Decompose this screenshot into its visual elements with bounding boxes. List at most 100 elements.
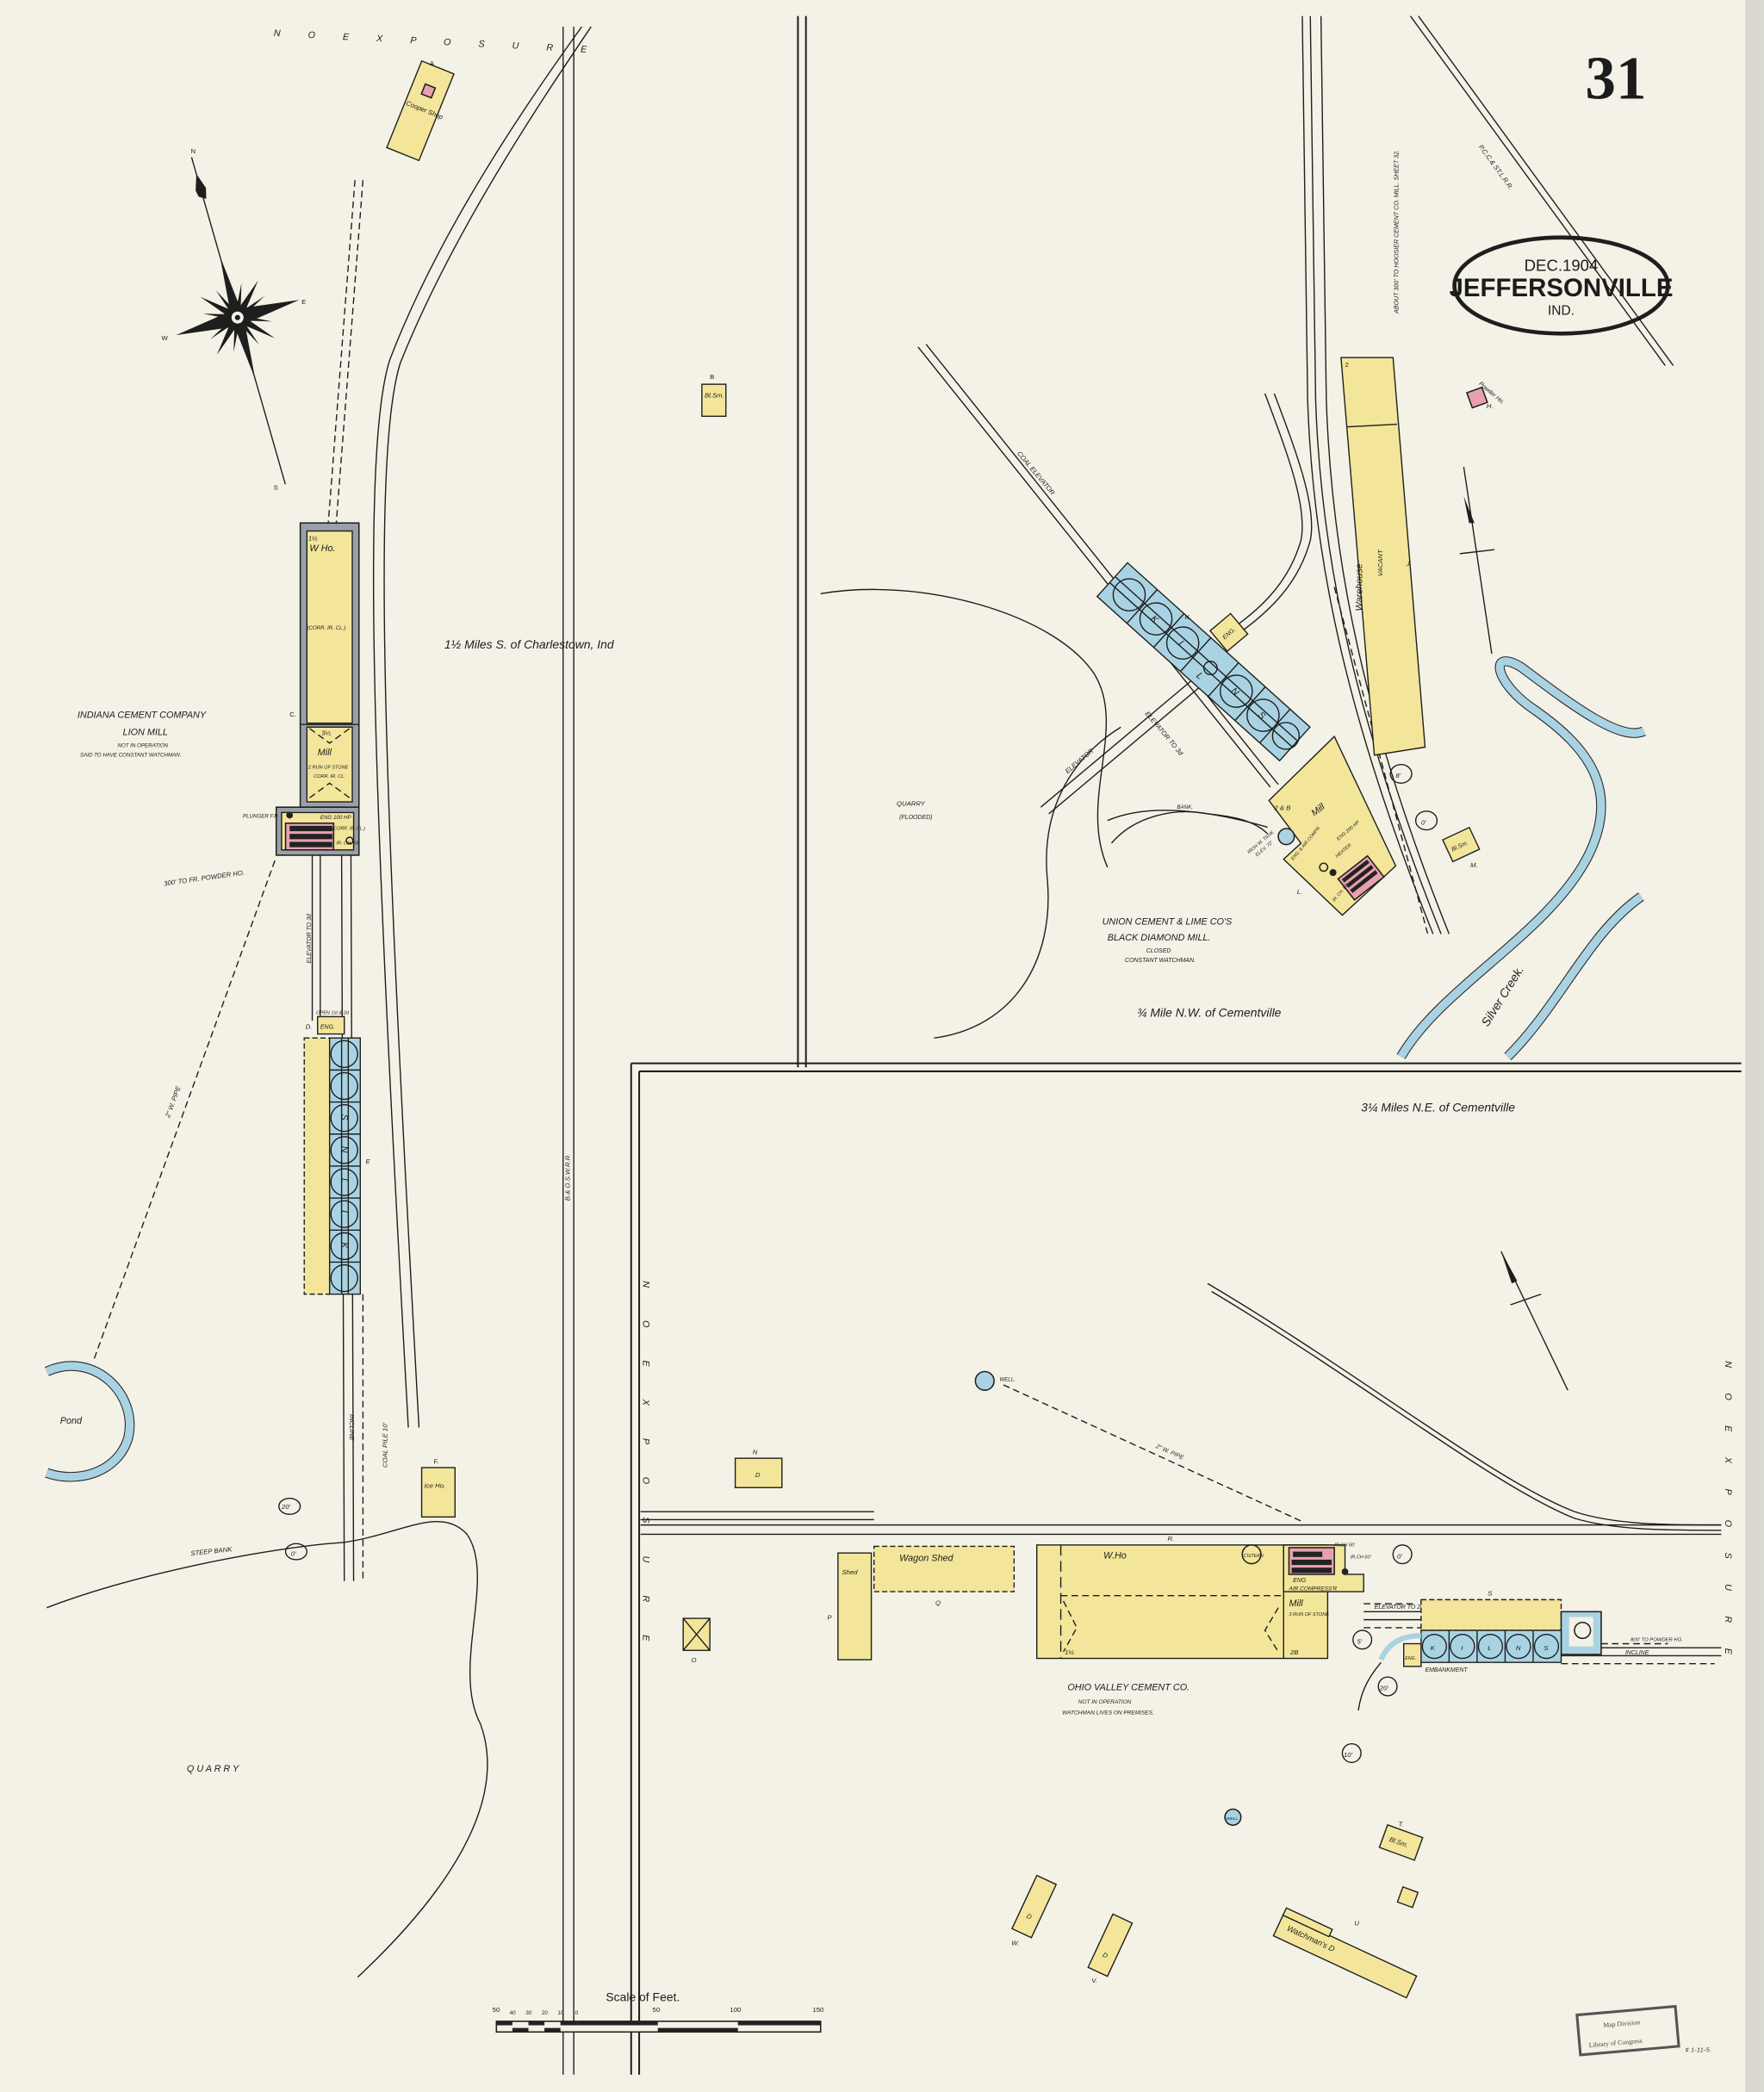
lion-note-2: SAID TO HAVE CONSTANT WATCHMAN. bbox=[80, 752, 181, 758]
depth-8: 8' bbox=[1395, 772, 1401, 779]
left-exposure-label: N O E X P O S U R E bbox=[641, 1281, 651, 1642]
open-label: OPEN 1st & 2d bbox=[316, 1010, 350, 1015]
mill-construction: CORR. IR. CL. bbox=[314, 774, 345, 779]
water-pipe-left bbox=[92, 860, 276, 1362]
sheet-number: 31 bbox=[1585, 46, 1646, 113]
panel-dividers bbox=[630, 16, 1742, 2075]
kiln-letter: N bbox=[339, 1146, 350, 1153]
scale-tick: 100 bbox=[730, 2006, 741, 2014]
n-letter: N bbox=[753, 1449, 758, 1456]
depth-0-tr: 0' bbox=[1421, 818, 1426, 826]
compass-rose bbox=[176, 157, 300, 485]
ov-chimney-2: IR.CH 60' bbox=[1351, 1555, 1372, 1560]
j-letter: J. bbox=[1406, 560, 1412, 568]
ov-depth-10: 10' bbox=[1344, 1751, 1353, 1759]
bd-company-name: UNION CEMENT & LIME CO'S bbox=[1102, 917, 1233, 928]
compass-e: E bbox=[301, 298, 306, 306]
ohio-valley-kilns bbox=[1357, 1598, 1602, 1711]
black-diamond-kilns: K I L N S bbox=[1096, 562, 1311, 762]
left-location: 1½ Miles S. of Charlestown, Ind bbox=[444, 637, 615, 651]
depth-0: 0' bbox=[291, 1549, 296, 1557]
black-diamond-mill bbox=[1268, 735, 1397, 916]
ov-depth-0: 0' bbox=[1397, 1552, 1402, 1560]
scale-of-feet: Scale of Feet. 50 40 30 20 10 0 50 100 1… bbox=[493, 1990, 823, 2033]
w-letter: W. bbox=[1011, 1940, 1019, 1947]
ov-kiln-eng: ENG. bbox=[1405, 1656, 1416, 1661]
well-bottom bbox=[1224, 1808, 1242, 1826]
quarry-label-tr: QUARRY bbox=[897, 800, 926, 808]
c-letter: C. bbox=[289, 711, 296, 718]
bs-label: Bl.Sm. bbox=[705, 392, 724, 400]
lion-company-name: INDIANA CEMENT COMPANY bbox=[78, 710, 207, 720]
page-edge-shadow bbox=[1745, 0, 1764, 2092]
eng-label: ENG 100 HP bbox=[320, 815, 352, 821]
bs-letter: B bbox=[710, 373, 714, 381]
warehouse-label: Warehouse bbox=[1355, 563, 1365, 611]
ov-powder-label: 800' TO POWDER HO. bbox=[1630, 1637, 1683, 1642]
stamp-line-1: Map Division bbox=[1603, 2018, 1641, 2029]
dwelling-w-label: D bbox=[1025, 1912, 1033, 1921]
ov-wh-stories: 1½ bbox=[1065, 1648, 1074, 1656]
vacant-label: VACANT bbox=[1376, 549, 1384, 576]
h-letter: H. bbox=[1487, 402, 1494, 410]
dwelling-n-label: D bbox=[755, 1471, 761, 1479]
railroad-label-bo: B.& O.S.W.R.R. bbox=[564, 1153, 572, 1201]
compass-s: S bbox=[274, 484, 278, 492]
building-dwelling-v: D bbox=[1087, 1913, 1134, 1977]
q-letter: Q bbox=[935, 1599, 941, 1607]
cistern-label: CISTERN bbox=[1244, 1554, 1264, 1559]
scale-tick: 150 bbox=[812, 2006, 823, 2014]
scale-tick: 10 bbox=[558, 2010, 564, 2016]
kiln-letter: K bbox=[339, 1242, 350, 1249]
chimney-label: IR. CH. 65' bbox=[336, 841, 360, 847]
building-cooper-shop: Cooper Shop bbox=[386, 59, 455, 162]
incline-label: INCLINE bbox=[348, 1414, 356, 1441]
building-x-o bbox=[682, 1617, 711, 1651]
kiln-letter: I bbox=[1177, 638, 1185, 648]
building-warehouse bbox=[1340, 357, 1426, 756]
t-letter: T. bbox=[1399, 1821, 1404, 1828]
scale-tick: 20 bbox=[542, 2010, 548, 2016]
building-powder-house bbox=[1465, 386, 1488, 409]
title-cartouche: DEC.1904 JEFFERSONVILLE IND. bbox=[1450, 235, 1673, 336]
scale-tick: 0 bbox=[575, 2010, 579, 2016]
bd-watchman: CONSTANT WATCHMAN. bbox=[1125, 958, 1196, 964]
ov-stone-label: 3 RUN OF STONE bbox=[1289, 1612, 1329, 1617]
quarry-bank-left bbox=[47, 1521, 488, 1978]
ov-depth-20: 20' bbox=[1379, 1685, 1389, 1692]
kiln-letter: L bbox=[1488, 1644, 1491, 1652]
well-label-top: WELL. bbox=[999, 1376, 1016, 1382]
kiln-eng-label: ENG. bbox=[320, 1024, 335, 1030]
dwelling-v-label: D bbox=[1102, 1951, 1109, 1960]
o-letter: O bbox=[691, 1656, 696, 1664]
mill-label: Mill bbox=[318, 748, 332, 758]
s-letter: S bbox=[1488, 1590, 1493, 1598]
m-letter: M. bbox=[1470, 861, 1478, 869]
kiln-letter: S bbox=[339, 1114, 350, 1121]
silver-creek bbox=[1396, 656, 1646, 1060]
ov-mill-stories: 2B bbox=[1289, 1648, 1298, 1656]
building-watchmans-dwelling: Watchman's D bbox=[1272, 1907, 1418, 1999]
ov-eng-label: ENG bbox=[1293, 1578, 1307, 1584]
e-letter: E bbox=[365, 1158, 370, 1165]
bank-label: BANK. bbox=[1177, 804, 1193, 810]
lion-kilns bbox=[303, 1015, 361, 1295]
kiln-letter: I bbox=[339, 1210, 350, 1213]
lion-note-1: NOT IN OPERATION bbox=[117, 743, 168, 749]
railroad-tracks-top-right bbox=[917, 16, 1674, 934]
ov-depth-5: 5' bbox=[1357, 1638, 1362, 1646]
scale-tick: 40 bbox=[510, 2010, 516, 2016]
bd-mill-name: BLACK DIAMOND MILL. bbox=[1108, 933, 1211, 943]
building-shed bbox=[837, 1552, 873, 1661]
building-small-outbuilding bbox=[1396, 1886, 1419, 1909]
wh-label: W Ho. bbox=[309, 543, 335, 554]
r-letter: R. bbox=[1168, 1535, 1175, 1543]
wagon-shed-label: Wagon Shed bbox=[899, 1553, 953, 1563]
kiln-letter: L bbox=[339, 1178, 350, 1183]
warehouse-divider bbox=[1346, 423, 1397, 428]
railroad-tracks-bottom-right bbox=[640, 1282, 1722, 1665]
ov-note-1: NOT IN OPERATION bbox=[1078, 1699, 1132, 1705]
kiln-letter: I bbox=[1461, 1644, 1463, 1652]
building-dwelling-w: D bbox=[1011, 1874, 1058, 1939]
